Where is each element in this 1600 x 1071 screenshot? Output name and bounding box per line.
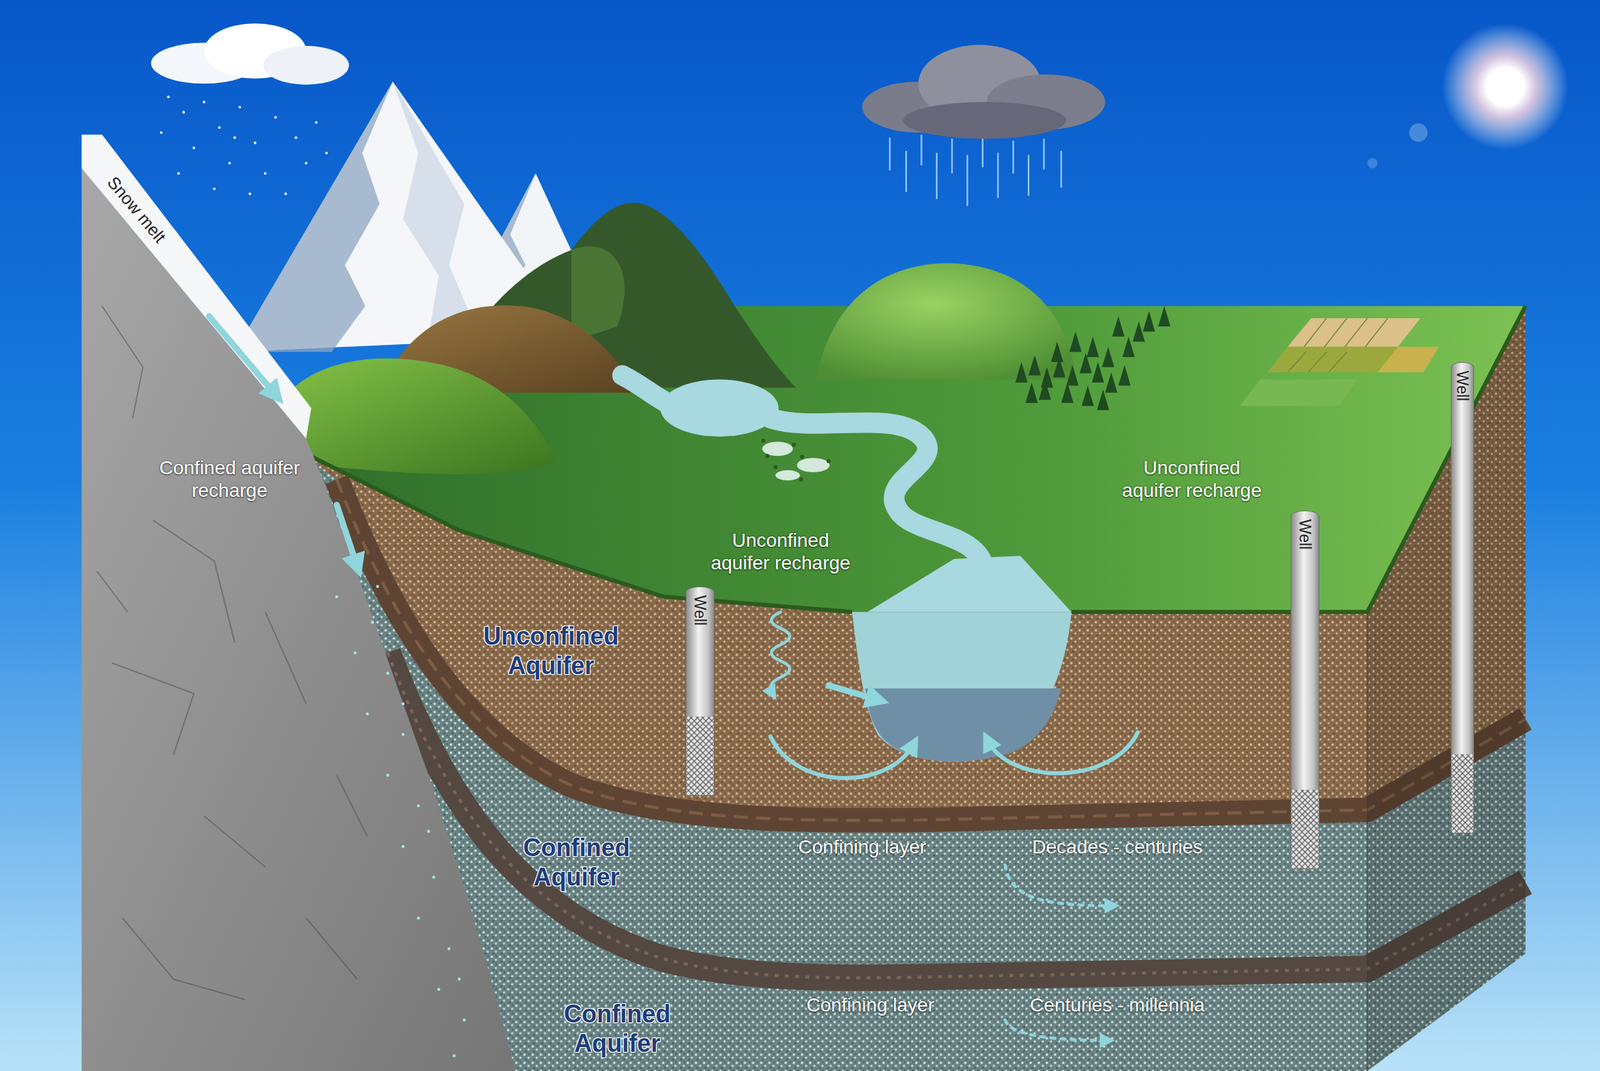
well-label: Well (1296, 518, 1314, 549)
unconfined-aquifer-fill (295, 305, 1526, 821)
well-pipe: Well (1290, 510, 1320, 870)
farmland (1240, 318, 1440, 406)
lens-flare (1367, 158, 1378, 169)
slow-flow-arrow (1005, 1019, 1108, 1041)
layer-label: Confining layer (798, 835, 927, 859)
confining-layer-texture (388, 652, 1527, 978)
flow-arrow (987, 732, 1138, 774)
age-label-box: Centuries - millennia (1029, 993, 1205, 1017)
well-screen (686, 716, 714, 796)
cloud-puff (263, 45, 350, 85)
well-label-holder: Well (685, 601, 716, 620)
pond (762, 441, 794, 456)
pond (775, 470, 800, 481)
hill-highlight (571, 246, 625, 342)
layer-name: Confined Aquifer (502, 832, 651, 892)
well-label-holder: Well (1447, 377, 1478, 395)
side-face-shade (1367, 305, 1526, 1071)
recharge-label: Unconfined aquifer recharge (705, 528, 855, 575)
ground-lip (295, 305, 1526, 612)
flow-arrow (770, 736, 914, 779)
well-label-holder: Well (1289, 524, 1321, 543)
confining-layer-band (388, 652, 1527, 978)
field (1377, 346, 1439, 373)
well-screen (1291, 789, 1319, 869)
layer-name-box: Unconfined Aquifer (476, 621, 625, 681)
well-label: Well (691, 595, 709, 626)
well-pipe: Well (685, 586, 715, 796)
rain-cloud (862, 45, 1106, 206)
river-section-deep (865, 688, 1061, 761)
layer-label: Confining layer (806, 993, 935, 1017)
rain (889, 134, 1062, 206)
slow-flow-arrow (1005, 865, 1113, 907)
flow-arrows (209, 316, 1139, 1041)
layer-label-box: Confining layer (806, 993, 935, 1017)
well-label: Well (1453, 370, 1472, 402)
green-dome (816, 263, 1077, 380)
snowflakes (161, 97, 328, 195)
well-pipe: Well (1450, 362, 1475, 834)
confining-layer-band (336, 479, 1526, 821)
well-screen (1451, 754, 1474, 833)
bedrock (81, 134, 516, 1071)
rock-cracks (97, 305, 368, 1000)
layer-name-box: Confined Aquifer (502, 832, 651, 892)
river-mouth (867, 555, 1072, 612)
sun-glow (1441, 23, 1569, 150)
flow-arrow (828, 685, 879, 701)
field-rows (1287, 318, 1388, 373)
river-section (852, 611, 1072, 761)
snow-face (81, 134, 311, 439)
confining-layer-texture (336, 479, 1526, 821)
recharge-label-box: Confined aquifer recharge (154, 456, 304, 503)
forest (1015, 305, 1171, 410)
palms (763, 440, 829, 480)
layer-label-box: Confining layer (798, 835, 927, 859)
mountain-shade (392, 81, 480, 337)
field (1240, 379, 1358, 406)
recharge-label-box: Unconfined aquifer recharge (1116, 456, 1267, 503)
age-label: Decades - centuries (1031, 835, 1203, 859)
oasis (762, 440, 830, 481)
pond (797, 457, 831, 473)
layer-name-box: Confined Aquifer (543, 999, 692, 1058)
cloud-puff (903, 101, 1067, 139)
recharge-label-box: Unconfined aquifer recharge (705, 528, 855, 575)
sun (1487, 69, 1523, 105)
infiltration-arrow (770, 611, 790, 694)
recharge-label: Confined aquifer recharge (154, 456, 304, 503)
river (622, 375, 1072, 612)
lens-flare (1409, 123, 1428, 142)
seepage-dots (336, 530, 464, 1056)
layer-name: Confined Aquifer (543, 999, 692, 1058)
snow-cloud (151, 23, 350, 194)
green-hill (275, 358, 557, 475)
age-label: Centuries - millennia (1029, 993, 1205, 1017)
layer-name: Unconfined Aquifer (476, 621, 625, 681)
recharge-label: Unconfined aquifer recharge (1116, 456, 1267, 503)
rock-section (81, 168, 516, 1071)
lake (660, 379, 779, 436)
block-edge (1366, 611, 1369, 1071)
flow-arrow (209, 316, 276, 395)
age-label-box: Decades - centuries (1031, 835, 1203, 859)
flow-arrow (336, 505, 358, 566)
mountain-shade (234, 81, 393, 352)
